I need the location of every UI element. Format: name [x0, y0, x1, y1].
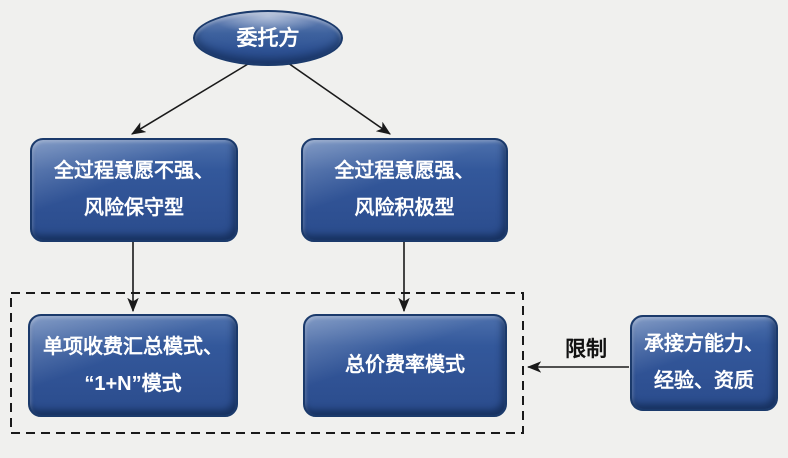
node-label-line1: 全过程意愿强、 [334, 160, 475, 182]
node-contractor-capability: 承接方能力、 经验、资质 [630, 315, 778, 411]
node-label-line1: 承接方能力、 [644, 333, 764, 355]
node-label-line2: 风险保守型 [84, 197, 184, 219]
node-label-line2: “1+N”模式 [84, 372, 182, 395]
node-label-line1: 全过程意愿不强、 [54, 160, 214, 182]
node-weak-willing-conservative: 全过程意愿不强、 风险保守型 [30, 138, 238, 242]
node-label-line1: 总价费率模式 [345, 354, 465, 376]
edge-label-restrict: 限制 [565, 338, 607, 361]
edge-root-to-right-icon [287, 62, 391, 135]
node-client-label: 委托方 [236, 26, 300, 50]
node-lump-sum-rate-mode: 总价费率模式 [303, 314, 507, 417]
node-itemized-fee-mode: 单项收费汇总模式、 “1+N”模式 [28, 314, 238, 417]
node-label-line1: 单项收费汇总模式、 [43, 335, 223, 358]
dashed-group-frame [10, 292, 524, 434]
node-client: 委托方 [193, 10, 343, 66]
edge-root-to-left-icon [131, 63, 249, 135]
node-strong-willing-aggressive: 全过程意愿强、 风险积极型 [301, 138, 508, 242]
node-label-line2: 风险积极型 [354, 197, 455, 219]
node-label-line2: 经验、资质 [654, 370, 754, 392]
